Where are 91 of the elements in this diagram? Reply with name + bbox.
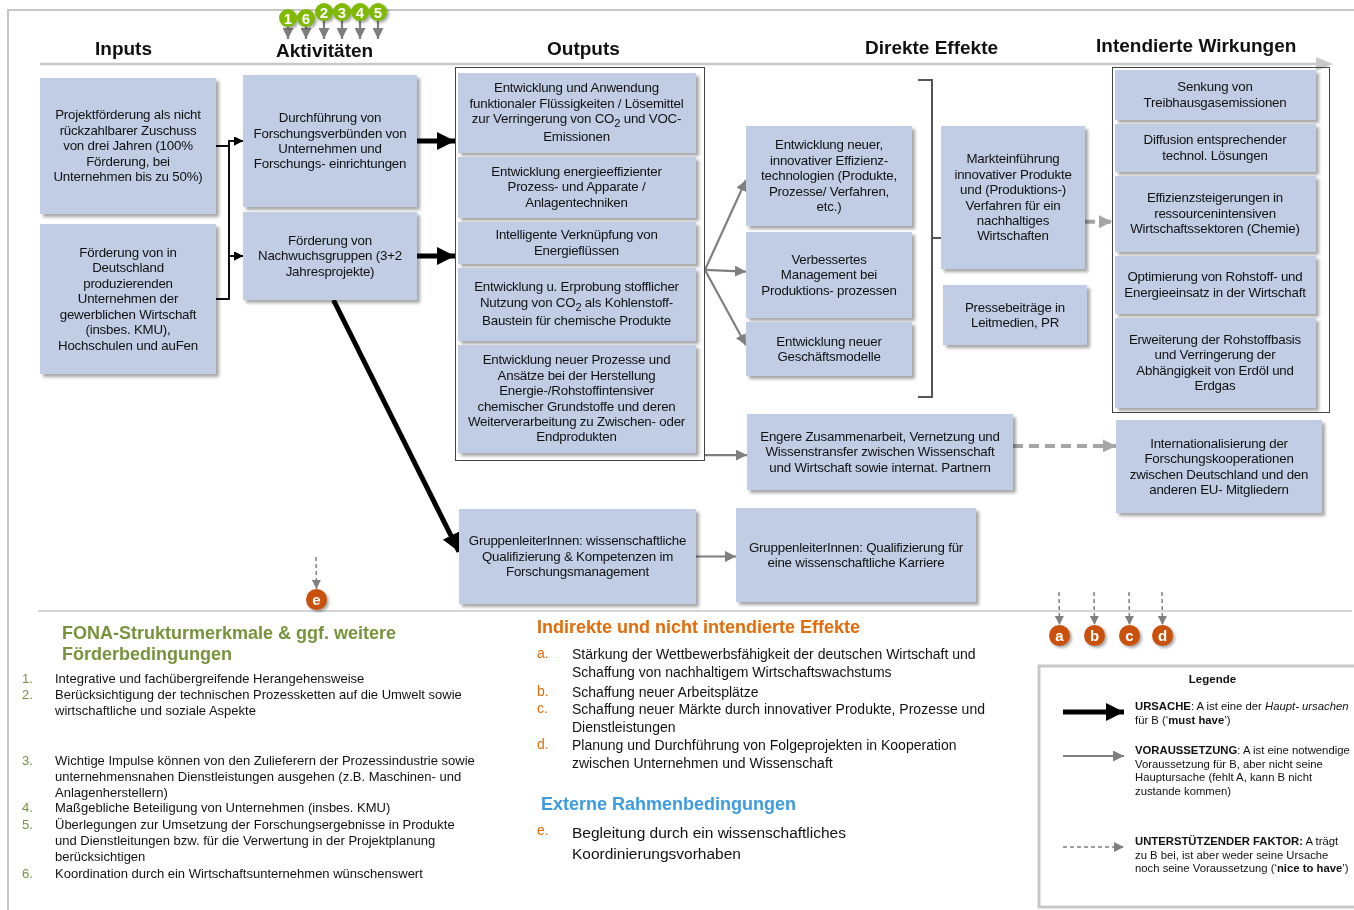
column-heading: Inputs: [95, 38, 152, 60]
list-letter: d.: [537, 736, 550, 752]
process-box: Diffusion entsprechender technol. Lösungen: [1114, 123, 1316, 172]
section-heading: Externe Rahmenbedingungen: [541, 794, 797, 815]
list-number: 1.: [22, 671, 34, 686]
arrow: [1089, 591, 1099, 626]
arrow: [1124, 591, 1134, 626]
arrow: [336, 21, 348, 39]
list-letter: a.: [537, 645, 550, 661]
legend-title: Legende: [1187, 673, 1238, 685]
factor-letter-badge: c: [1119, 625, 1140, 646]
list-item: Schaffung neuer Arbeitsplätze: [572, 683, 760, 701]
step-number-badge: 1: [279, 9, 297, 27]
arrow: [372, 21, 384, 39]
factor-letter-badge: b: [1084, 625, 1105, 646]
process-box: Förderung von in Deutschland produzierenden Unternehmen der gewerblichen Wirtschaft (insbes. KMU), Hochschulen und auFen: [40, 224, 216, 374]
column-heading: Outputs: [547, 38, 620, 60]
list-number: 3.: [22, 753, 34, 768]
arrow: [704, 265, 747, 277]
list-item: Berücksichtigung der technischen Prozessketten auf die Umwelt sowie wirtschaftliche und soziale Aspekte: [55, 687, 463, 719]
step-number-badge: 2: [315, 3, 333, 21]
section-heading: Indirekte und nicht intendierte Effekte: [537, 617, 861, 638]
arrow: [417, 132, 455, 150]
process-box: Markteinführung innovativer Produkte und (Produktions-) Verfahren für ein nachhaltiges Wirtschaften: [941, 126, 1085, 269]
arrow: [704, 179, 747, 271]
arrow: [705, 449, 747, 461]
process-box: Internationalisierung der Forschungskooperationen zwischen Deutschland und den anderen EU- Mitgliedern: [1116, 420, 1322, 513]
legend-text: URSACHE: A ist eine der Haupt- ursachen für B (‘must have’): [1135, 700, 1350, 727]
list-letter: e.: [537, 822, 550, 838]
step-number-badge: 6: [297, 9, 315, 27]
column-heading: Intendierte Wirkungen: [1096, 35, 1297, 57]
step-number-badge: 5: [369, 3, 387, 21]
list-number: 5.: [22, 817, 34, 832]
process-box: Entwicklung energieeffizienter Prozess- und Apparate / Anlagentechniken: [457, 156, 696, 218]
list-item: Integrative und fachübergreifende Herangehensweise: [55, 671, 366, 687]
list-item: Planung und Durchführung von Folgeprojekten in Kooperation zwischen Unternehmen und Wissenschaft: [572, 736, 958, 772]
arrow: [1054, 591, 1064, 626]
arrow: [417, 247, 455, 265]
list-item: Überlegungen zur Umsetzung der Forschungsergebnisse in Produkte und Dienstleitungen bzw. für die Verwertung in der Projektplanung berücksichtigen: [55, 817, 456, 865]
arrow: [300, 27, 312, 39]
factor-letter-badge: e: [306, 589, 327, 610]
column-heading: Aktivitäten: [270, 39, 456, 64]
arrow: [354, 21, 366, 39]
arrow: [1085, 215, 1112, 229]
list-letter: c.: [537, 700, 549, 716]
factor-letter-badge: a: [1049, 625, 1070, 646]
list-number: 6.: [22, 866, 34, 881]
process-box: Entwicklung neuer Prozesse und Ansätze bei der Herstellung Energie-/Rohstoffintensiver chemischer Grundstoffe und deren Weiterverarbeitung zu Zwischen- oder Endprodukten: [457, 344, 696, 453]
process-box: Entwicklung neuer Geschäftsmodelle: [746, 322, 912, 376]
process-box: Entwicklung und Anwendung funktionaler Flüssigkeiten / Lösemittel zur Verringerung von CO$_{2}$ und VOC-Emissionen: [457, 72, 696, 153]
process-box: Optimierung von Rohstoff- und Energieeinsatz in der Wirtschaft: [1114, 255, 1316, 314]
process-box: Projektförderung als nicht rückzahlbarer Zuschuss von drei Jahren (100% Förderung, bei Unternehmen bis zu 50%): [40, 78, 216, 214]
step-number-badge: 4: [351, 3, 369, 21]
legend-text: UNTERSTÜTZENDER FAKTOR: A trägt zu B bei, ist aber weder seine Ursache noch seine Voraussetzung (‘nice to have’): [1135, 835, 1350, 876]
process-box: GruppenleiterInnen: Qualifizierung für eine wissenschaftliche Karriere: [736, 508, 976, 602]
process-box: Förderung von Nachwuchsgruppen (3+2 Jahresprojekte): [243, 212, 417, 300]
section-heading: FONA-Strukturmerkmale & ggf. weitere Förderbedingungen: [62, 623, 398, 665]
column-heading: Direkte Effekte: [865, 37, 999, 59]
list-item: Maßgebliche Beteiligung von Unternehmen (insbes. KMU): [55, 800, 392, 816]
list-item: Wichtige Impulse können von den Zulieferern der Prozessindustrie sowie unternehmensnahen Dienstleistungen ausgehen (z.B. Maschinen- und Anlagenherstellern): [55, 753, 476, 801]
process-box: Effizienzsteigerungen in ressourcenintensiven Wirtschaftssektoren (Chemie): [1114, 175, 1316, 252]
arrow: [1013, 439, 1116, 453]
arrow: [696, 551, 736, 562]
list-item: Schaffung neuer Märkte durch innovativer Produkte, Prozesse und Dienstleistungen: [572, 700, 986, 736]
list-item: Stärkung der Wettbewerbsfähigkeit der deutschen Wirtschaft und Schaffung von nachhaltigem Wirtschaftswachstums: [572, 645, 977, 681]
group-frame: [455, 67, 705, 461]
factor-letter-badge: d: [1152, 625, 1173, 646]
process-box: Entwicklung neuer, innovativer Effizienz- technologien (Produkte, Prozesse/ Verfahren, etc.): [746, 126, 912, 226]
list-number: 2.: [22, 687, 34, 702]
arrow: [318, 21, 330, 39]
process-box: Durchführung von Forschungsverbünden von Unternehmen und Forschungs- einrichtungen: [243, 75, 417, 207]
process-box: Senkung von Treibhausgasemissionen: [1114, 69, 1316, 120]
process-box: Pressebeiträge in Leitmedien, PR: [943, 285, 1087, 345]
arrow: [215, 251, 244, 300]
arrow: [282, 27, 294, 39]
step-number-badge: 3: [333, 3, 351, 21]
arrow: [704, 269, 747, 346]
process-box: Verbessertes Management bei Produktions- prozessen: [746, 232, 912, 318]
list-item: Begleitung durch ein wissenschaftliches Koordinierungsvorhaben: [572, 823, 847, 864]
process-box: Erweiterung der Rohstoffbasis und Verringerung der Abhängigkeit von Erdöl und Erdgas: [1114, 317, 1316, 408]
list-item: Koordination durch ein Wirtschaftsunternehmen wünschenswert: [55, 866, 424, 882]
group-frame: [1112, 67, 1330, 413]
process-box: Entwicklung u. Erprobung stofflicher Nutzung von CO$_{2}$ als Kohlenstoff-Baustein für chemische Produkte: [457, 267, 696, 341]
process-box: GruppenleiterInnen: wissenschaftliche Qualifizierung & Kompetenzen im Forschungsmanagement: [459, 509, 696, 604]
process-box: Engere Zusammenarbeit, Vernetzung und Wissenstransfer zwischen Wissenschaft und Wirtschaft sowie internat. Partnern: [747, 414, 1013, 490]
list-letter: b.: [537, 683, 550, 699]
list-number: 4.: [22, 800, 34, 815]
arrow: [1157, 591, 1167, 626]
process-box: Intelligente Verknüpfung von Energieflüssen: [457, 221, 696, 264]
arrow: [311, 556, 321, 590]
legend-text: VORAUSSETZUNG: A ist eine notwendige Voraussetzung für B, aber nicht seine Hauptursache (fehlt A, kann B nicht zustande kommen): [1135, 744, 1350, 798]
